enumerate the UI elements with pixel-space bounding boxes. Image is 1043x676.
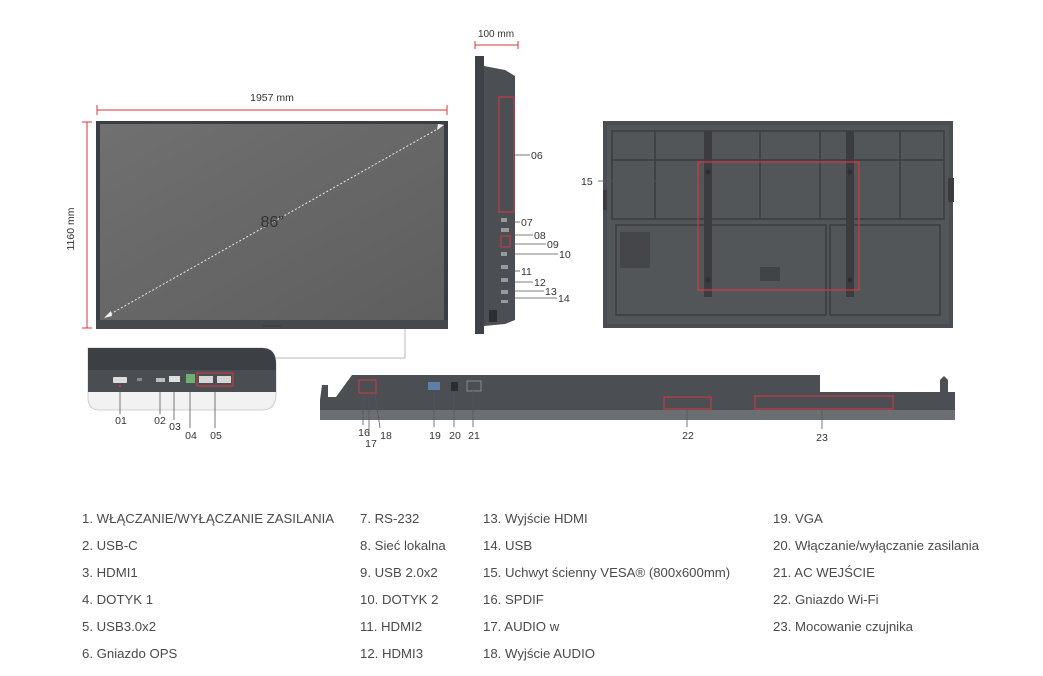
legend-item: 2. USB-C [82,538,138,553]
callout-21: 21 [468,430,480,442]
legend-item: 1. WŁĄCZANIE/WYŁĄCZANIE ZASILANIA [82,511,335,526]
callout-06: 06 [531,150,543,162]
legend-item: 8. Sieć lokalna [360,538,446,553]
legend-item: 16. SPDIF [483,592,544,607]
side-view: 100 mm 06 07 08 09 10 [474,29,571,334]
width-dimension-label: 1957 mm [250,92,294,104]
legend-column-3: 13. Wyjście HDMI 14. USB 15. Uchwyt ście… [483,505,730,667]
vesa-mount-highlight [697,161,860,291]
legend-item: 20. Włączanie/wyłączanie zasilania [773,538,979,553]
legend-item: 18. Wyjście AUDIO [483,646,596,661]
callout-03: 03 [169,421,181,433]
depth-dimension-label: 100 mm [478,29,514,40]
callout-12: 12 [534,277,546,289]
product-diagram: 1957 mm 1160 mm ViewSonic 86” [65,29,955,450]
usb3-highlight [196,372,234,387]
legend-item: 10. DOTYK 2 [360,592,439,607]
hdmi1-port [169,376,180,382]
callout-05: 05 [210,430,222,442]
legend-item: 23. Mocowanie czujnika [773,619,914,634]
legend-item: 22. Gniazdo Wi-Fi [773,592,879,607]
legend-item: 15. Uchwyt ścienny VESA® (800x600mm) [483,565,731,580]
callout-14: 14 [558,293,570,305]
front-view: 1957 mm 1160 mm ViewSonic 86” [65,92,448,359]
brand-mark: ViewSonic [263,323,282,328]
callout-10: 10 [559,249,571,261]
port-legend: 1. WŁĄCZANIE/WYŁĄCZANIE ZASILANIA 2. USB… [0,505,1043,675]
power-button-port [113,377,127,383]
callout-16: 16 [358,427,370,439]
callout-08: 08 [534,230,546,242]
legend-item: 19. VGA [773,511,823,526]
legend-item: 11. HDMI2 [360,619,423,634]
front-ports-zoom: 01 02 03 04 05 [87,347,277,442]
legend-item: 14. USB [483,538,533,553]
vga-port [428,382,440,390]
legend-column-1: 1. WŁĄCZANIE/WYŁĄCZANIE ZASILANIA 2. USB… [82,505,334,667]
legend-item: 4. DOTYK 1 [82,592,154,607]
callout-17: 17 [365,438,377,450]
callout-01: 01 [115,415,127,427]
callout-04: 04 [185,430,197,442]
usb3-port-a [199,376,213,383]
height-dimension-label: 1160 mm [65,207,77,250]
legend-column-2: 7. RS-232 8. Sieć lokalna 9. USB 2.0x2 1… [360,505,446,667]
callout-11: 11 [521,266,532,278]
callout-20: 20 [449,430,461,442]
ac-inlet [466,380,482,392]
callout-09: 09 [547,239,559,251]
legend-item: 7. RS-232 [360,511,420,526]
callout-23: 23 [816,432,828,444]
legend-item: 9. USB 2.0x2 [360,565,438,580]
usb-c-port [156,378,165,382]
legend-item: 13. Wyjście HDMI [483,511,588,526]
callout-07: 07 [521,217,533,229]
legend-column-4: 19. VGA 20. Włączanie/wyłączanie zasilan… [773,505,979,640]
back-view: 15 [581,121,954,328]
bottom-view: 16 17 18 19 20 21 22 23 [320,375,955,450]
ops-slot-highlight [498,96,515,213]
sensor-mount-highlight [754,395,894,410]
usb3-port-b [217,376,231,383]
wifi-slot-highlight [663,396,712,410]
callout-02: 02 [154,415,166,427]
legend-item: 5. USB3.0x2 [82,619,157,634]
legend-item: 17. AUDIO w [483,619,560,634]
legend-item: 3. HDMI1 [82,565,138,580]
callout-19: 19 [429,430,441,442]
legend-item: 21. AC WEJŚCIE [773,565,875,580]
power-switch [451,382,458,391]
legend-item: 6. Gniazdo OPS [82,646,178,661]
callout-15: 15 [581,176,593,188]
touch1-port [186,374,195,383]
legend-item: 12. HDMI3 [360,646,424,661]
callout-18: 18 [380,430,392,442]
diagonal-size-label: 86” [260,214,283,231]
callout-22: 22 [682,430,694,442]
callout-13: 13 [545,286,557,298]
